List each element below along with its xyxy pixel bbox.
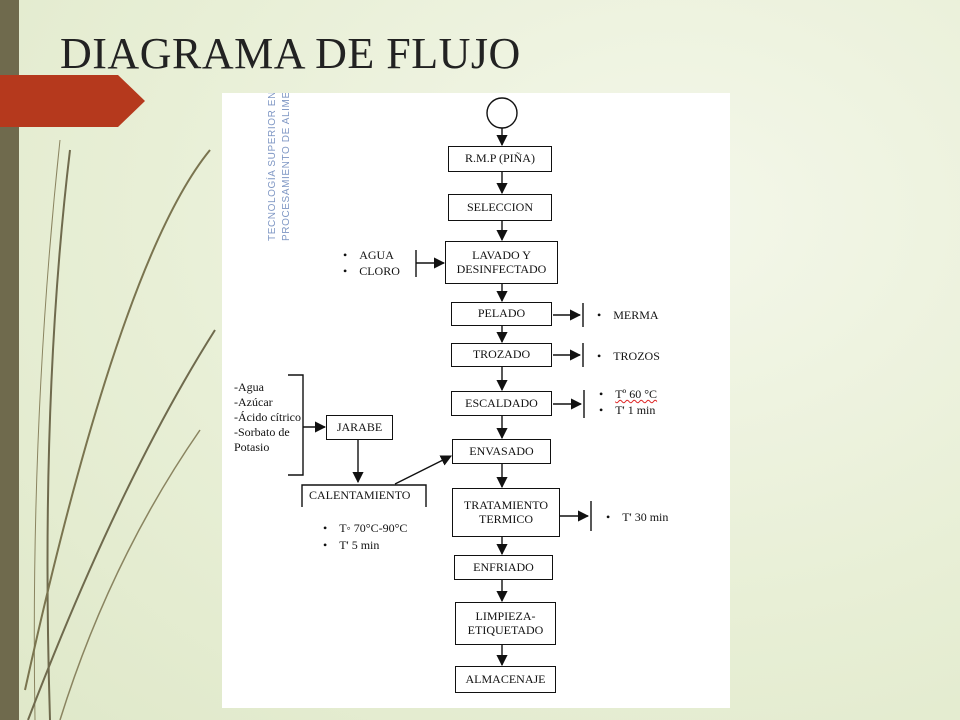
output-escaldado-temp-text: Tº 60 °C xyxy=(615,387,658,401)
step-lavado-line-1: LAVADO Y xyxy=(472,247,531,262)
step-tratamiento-line-2: TERMICO xyxy=(479,511,533,526)
step-calentamiento-label: CALENTAMIENTO xyxy=(309,488,411,502)
step-limpieza-etiquetado: LIMPIEZA- ETIQUETADO xyxy=(455,602,556,645)
output-escaldado-time: T' 1 min xyxy=(599,403,655,418)
step-almacenaje: ALMACENAJE xyxy=(455,666,556,693)
output-merma: MERMA xyxy=(597,308,658,323)
output-tratamiento-time: T' 30 min xyxy=(606,510,668,525)
jarabe-ingredient-potasio: Potasio xyxy=(234,440,270,454)
step-envasado-label: ENVASADO xyxy=(469,443,534,458)
step-pelado: PELADO xyxy=(451,302,552,326)
step-tratamiento-termico: TRATAMIENTO TERMICO xyxy=(452,488,560,537)
step-enfriado-label: ENFRIADO xyxy=(473,559,534,574)
step-jarabe: JARABE xyxy=(326,415,393,440)
step-envasado: ENVASADO xyxy=(452,439,551,464)
input-agua: AGUA xyxy=(343,248,394,263)
step-lavado-line-2: DESINFECTADO xyxy=(456,261,547,276)
title-accent-tab xyxy=(0,75,145,127)
page-title: DIAGRAMA DE FLUJO xyxy=(60,29,521,78)
step-trozado: TROZADO xyxy=(451,343,552,367)
jarabe-ingredient-acido: -Ácido cítrico xyxy=(234,410,301,424)
step-pelado-label: PELADO xyxy=(477,306,526,321)
calentamiento-temp: T◦ 70°C-90°C xyxy=(323,521,407,536)
step-seleccion: SELECCION xyxy=(448,194,552,221)
jarabe-ingredient-azucar: -Azúcar xyxy=(234,395,273,409)
step-escaldado-label: ESCALDADO xyxy=(465,395,538,410)
left-accent-strip xyxy=(0,0,19,720)
jarabe-ingredient-sorbato: -Sorbato de xyxy=(234,425,290,439)
step-escaldado: ESCALDADO xyxy=(451,391,552,416)
step-almacenaje-label: ALMACENAJE xyxy=(465,671,546,686)
step-tratamiento-line-1: TRATAMIENTO xyxy=(463,497,549,512)
jarabe-ingredient-agua: -Agua xyxy=(234,380,264,394)
step-trozado-label: TROZADO xyxy=(472,347,531,362)
step-seleccion-label: SELECCION xyxy=(467,199,533,214)
input-cloro: CLORO xyxy=(343,264,400,279)
step-enfriado: ENFRIADO xyxy=(454,555,553,580)
step-limpieza-line-1: LIMPIEZA- xyxy=(475,608,536,623)
step-rmp-label: R.M.P (PIÑA) xyxy=(465,151,535,166)
step-jarabe-label: JARABE xyxy=(336,419,383,434)
step-rmp: R.M.P (PIÑA) xyxy=(448,146,552,172)
output-escaldado-temp: Tº 60 °C xyxy=(599,387,657,402)
calentamiento-time: T' 5 min xyxy=(323,538,379,553)
decorative-stems xyxy=(24,139,216,720)
output-trozos: TROZOS xyxy=(597,349,660,364)
step-lavado: LAVADO Y DESINFECTADO xyxy=(445,241,558,284)
step-limpieza-line-2: ETIQUETADO xyxy=(467,622,544,637)
